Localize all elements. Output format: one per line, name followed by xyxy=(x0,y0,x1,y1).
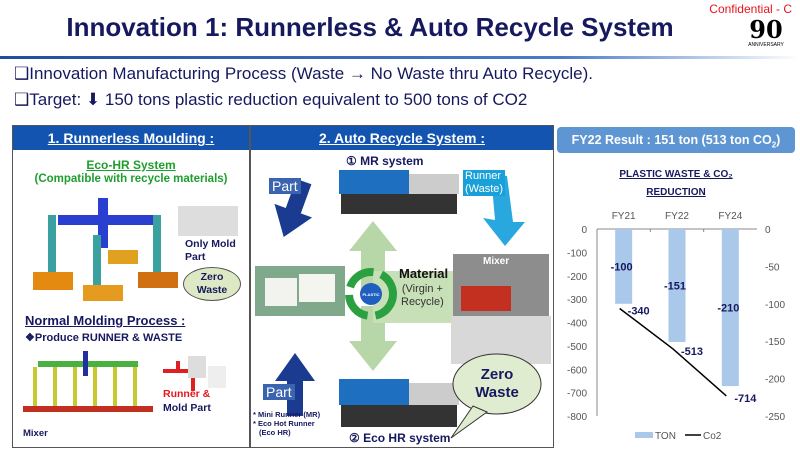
runner-label: Runner & xyxy=(163,388,211,400)
right-tick-label: -250 xyxy=(765,412,785,423)
mixer-label: Mixer xyxy=(23,428,48,439)
category-label: FY22 xyxy=(665,211,689,222)
normal-molding-subtitle: ❖Produce RUNNER & WASTE xyxy=(25,332,183,344)
legend-co2-label: Co2 xyxy=(703,431,722,442)
left-tick-label: -300 xyxy=(567,295,587,306)
legend-ton-label: TON xyxy=(655,431,676,442)
only-mold-part-label: Only Mold Part xyxy=(185,238,236,263)
result-close: ) xyxy=(776,133,781,147)
result-subscript: 2 xyxy=(771,140,777,150)
hot-runner-image xyxy=(33,198,178,301)
legend-ton-swatch xyxy=(635,432,653,438)
panel-header: 1. Runnerless Moulding : xyxy=(13,126,249,150)
note-mr: * Mini Runner (MR) xyxy=(253,410,321,419)
eco-hr-title: Eco-HR System xyxy=(86,158,176,172)
mr-system-label: ① MR system xyxy=(346,154,424,168)
right-tick-label: -200 xyxy=(765,375,785,386)
bar-data-label: -151 xyxy=(664,280,686,292)
zero-text: Zero xyxy=(480,366,514,383)
part-top-label: Part xyxy=(269,178,301,194)
left-tick-label: -100 xyxy=(567,248,587,259)
left-tick-label: -700 xyxy=(567,389,587,400)
line-data-label: -513 xyxy=(681,346,703,358)
bullet-target: ❑Target: ⬇ 150 tons plastic reduction eq… xyxy=(14,90,528,109)
note-eco-hr-abbr: (Eco HR) xyxy=(259,428,291,437)
left-tick-label: 0 xyxy=(581,225,587,236)
part-bottom-label: Part xyxy=(263,384,295,400)
left-tick-label: -800 xyxy=(567,412,587,423)
mold-part-image xyxy=(178,206,238,236)
panel-header: 2. Auto Recycle System : xyxy=(251,126,553,150)
bar-ton xyxy=(668,229,686,342)
bar-ton xyxy=(721,229,739,387)
mixer-image-label: Mixer xyxy=(483,256,510,267)
zero-waste-badge: Zero Waste xyxy=(183,267,241,301)
chart-title: PLASTIC WASTE & CO₂ REDUCTION xyxy=(557,166,795,202)
left-tick-label: -200 xyxy=(567,272,587,283)
note-eco-hr: * Eco Hot Runner xyxy=(253,419,315,428)
runner-image xyxy=(23,351,226,412)
bar-ton xyxy=(615,229,633,304)
eco-hr-system-label: ② Eco HR system xyxy=(349,431,451,445)
left-tick-label: -400 xyxy=(567,319,587,330)
runner-waste-label: Runner(Waste) xyxy=(463,170,506,196)
fy22-result-badge: FY22 Result : 151 ton (513 ton CO2) xyxy=(557,127,795,153)
runnerless-panel: 1. Runnerless Moulding : Eco-HR System (… xyxy=(12,125,250,448)
normal-molding-title: Normal Molding Process : xyxy=(25,313,186,328)
material-sub1: (Virgin + xyxy=(401,283,443,295)
bullet-process: ❑Innovation Manufacturing Process (Waste… xyxy=(14,64,593,83)
right-tick-label: 0 xyxy=(765,225,771,236)
chart-title-line1: PLASTIC WASTE & CO₂ xyxy=(619,169,733,180)
auto-recycle-panel: 2. Auto Recycle System : ① MR system Par… xyxy=(250,125,554,448)
category-label: FY21 xyxy=(612,211,636,222)
title-divider xyxy=(0,56,800,59)
left-tick-label: -500 xyxy=(567,342,587,353)
line-co2 xyxy=(619,307,727,397)
waste-bubble-text: Waste xyxy=(475,384,519,401)
reduction-chart: 0 -100 -200 -300 -400 -500 -600 -700 -800 0 -50 -10… xyxy=(567,211,785,442)
mold-part-label: Mold Part xyxy=(163,402,211,414)
result-text: FY22 Result : 151 ton (513 ton CO xyxy=(571,133,772,147)
eco-hr-subtitle: (Compatible with recycle materials) xyxy=(34,173,228,185)
right-tick-label: -150 xyxy=(765,337,785,348)
bar-data-label: -100 xyxy=(611,261,633,273)
recycle-flow-diagram xyxy=(255,170,551,439)
runner-notes: * Mini Runner (MR)* Eco Hot Runner(Eco H… xyxy=(253,410,320,437)
left-tick-label: -600 xyxy=(567,365,587,376)
confidential-label: Confidential - C xyxy=(709,2,792,16)
material-sub2: Recycle) xyxy=(401,296,444,308)
page-title: Innovation 1: Runnerless & Auto Recycle … xyxy=(66,12,674,42)
line-data-label: -340 xyxy=(628,305,650,317)
bar-data-label: -210 xyxy=(717,303,739,315)
line-data-label: -714 xyxy=(734,393,757,405)
chart-title-line2: REDUCTION xyxy=(646,187,706,198)
waste-text: (Waste) xyxy=(465,183,504,195)
material-label: Material xyxy=(399,266,449,281)
right-tick-label: -50 xyxy=(765,262,780,273)
runner-text: Runner xyxy=(465,170,502,182)
category-label: FY24 xyxy=(718,211,742,222)
right-tick-label: -100 xyxy=(765,300,785,311)
material-sub: (Virgin +Recycle) xyxy=(401,283,444,309)
plastic-badge: PLASTIC xyxy=(362,292,380,297)
